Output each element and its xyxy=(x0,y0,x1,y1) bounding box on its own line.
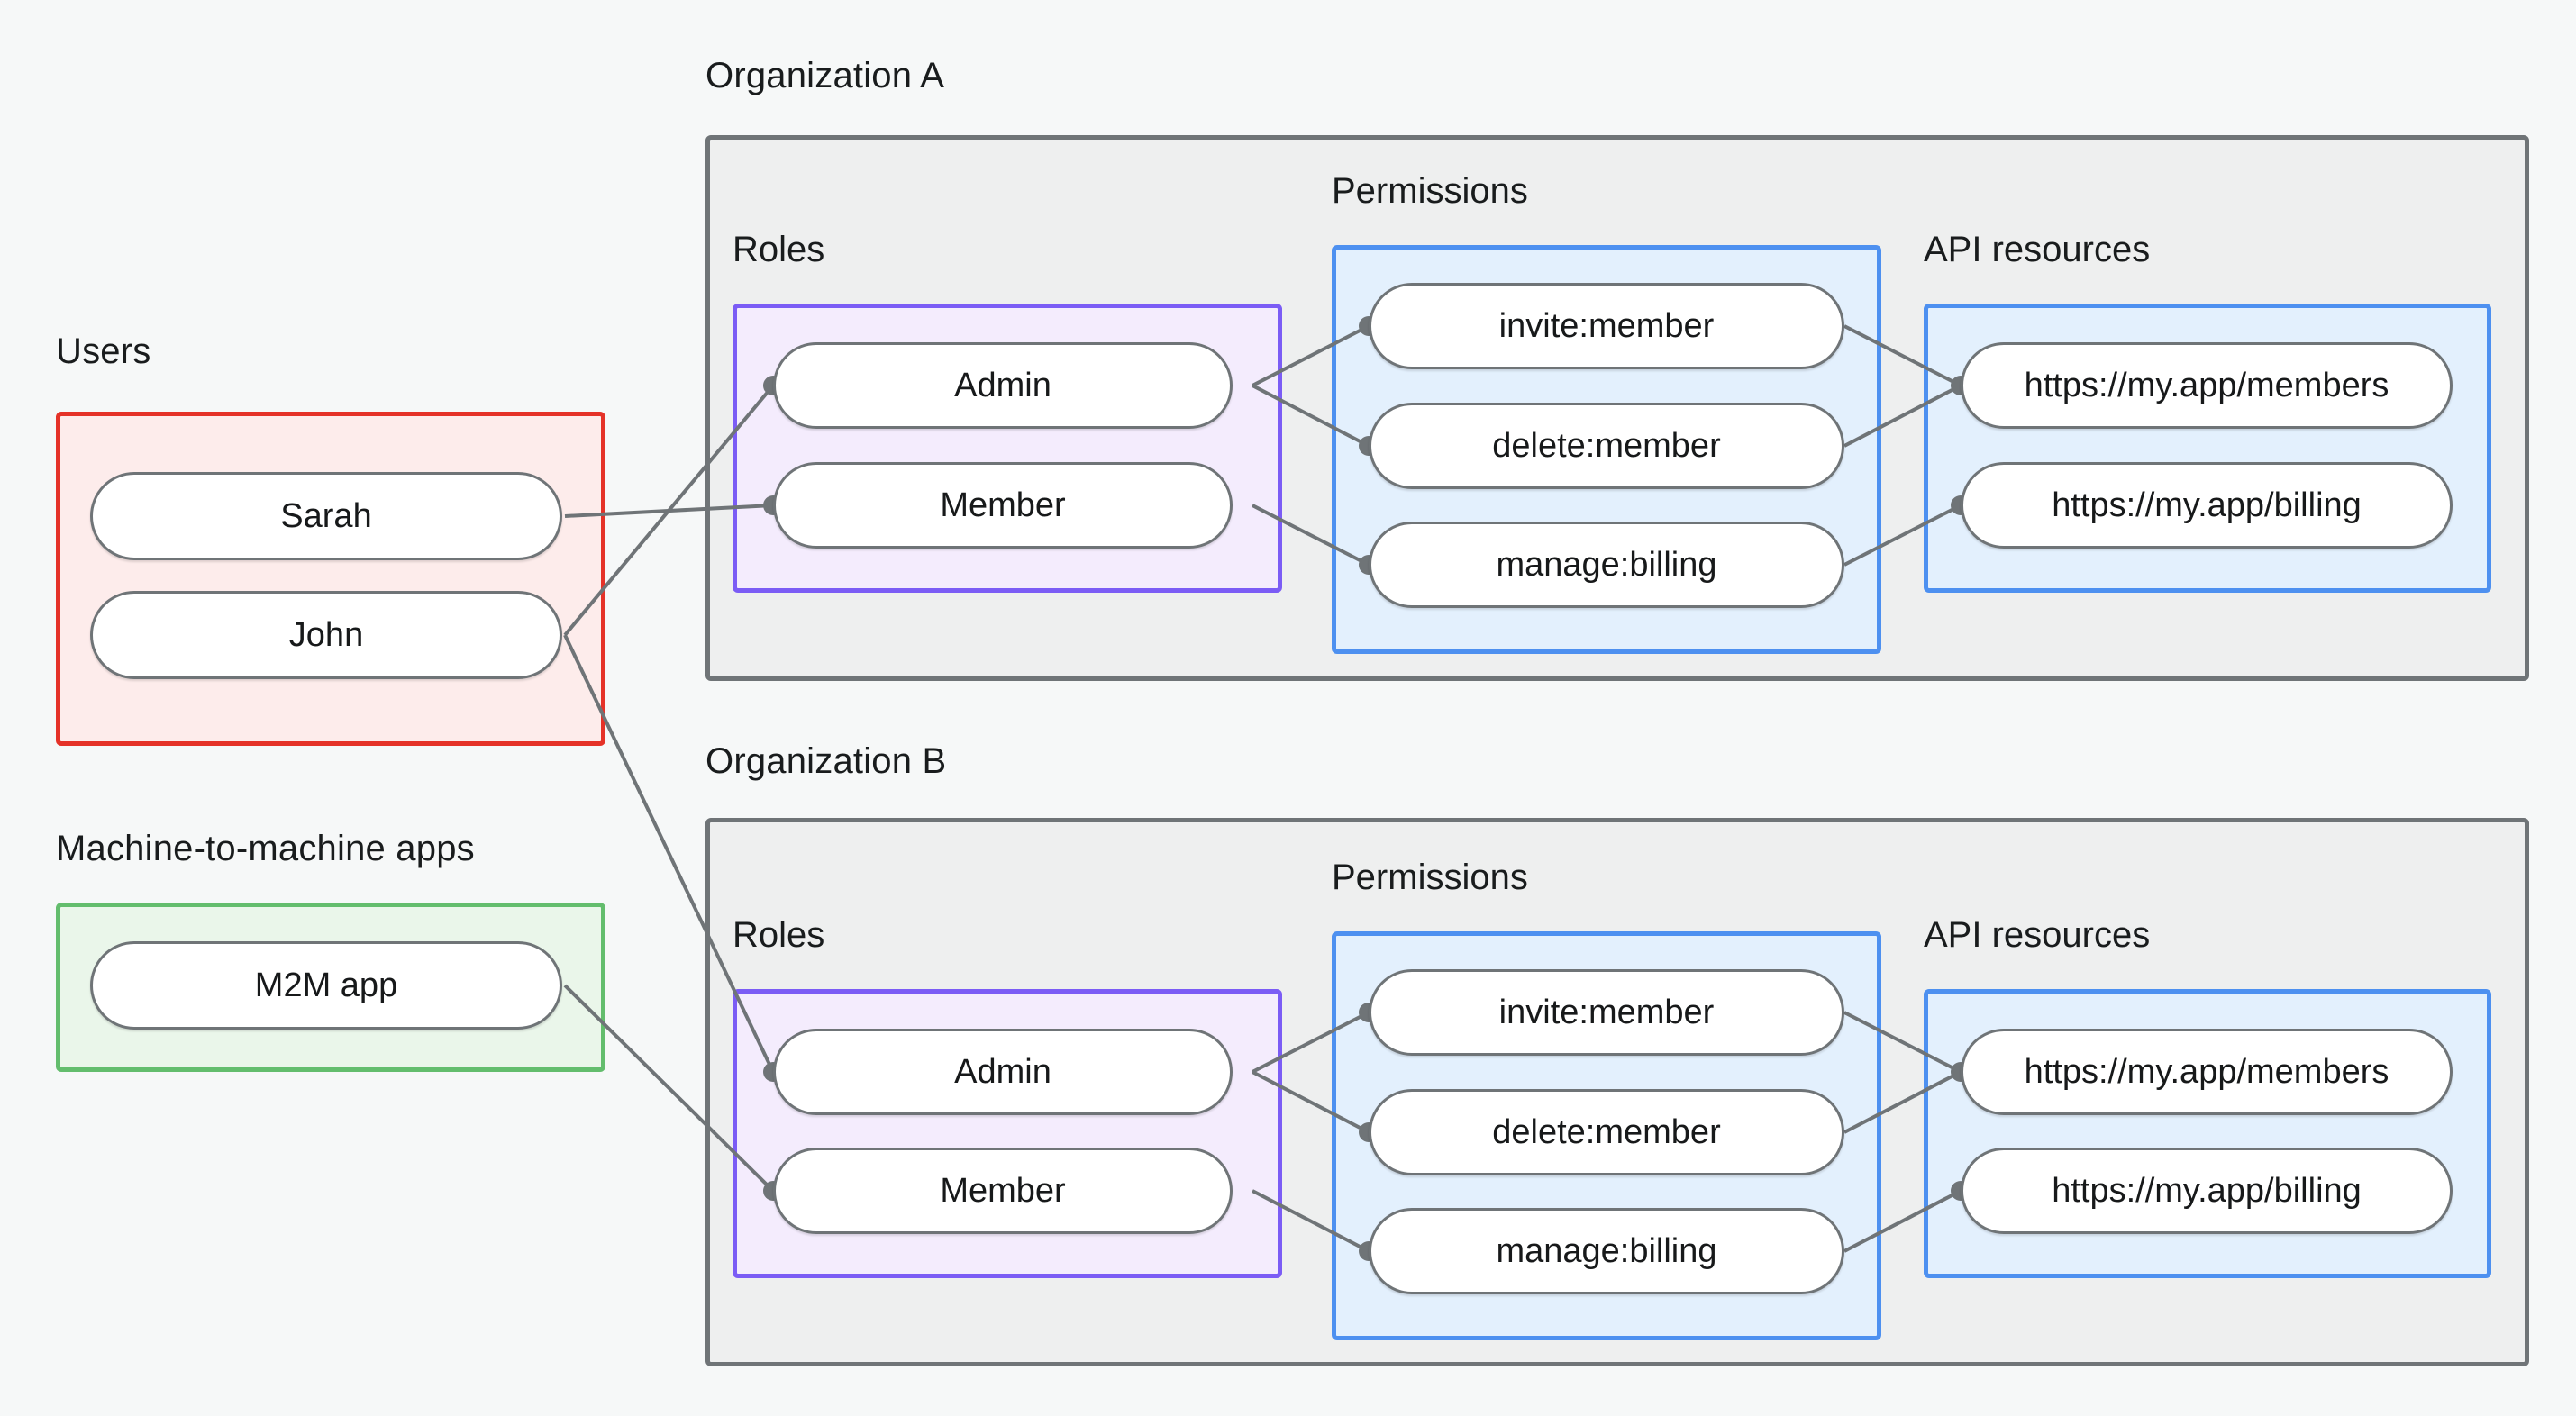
orgA-role-member[interactable]: Member xyxy=(773,462,1233,549)
organization-a-label: Organization A xyxy=(705,56,945,95)
orgA-roles-label: Roles xyxy=(733,230,825,269)
user-node-sarah[interactable]: Sarah xyxy=(90,472,562,560)
orgA-api-resources-label: API resources xyxy=(1924,230,2151,269)
orgB-permission-manage-billing[interactable]: manage:billing xyxy=(1369,1208,1844,1294)
users-container xyxy=(56,412,605,746)
user-node-john[interactable]: John xyxy=(90,591,562,679)
orgA-permission-invite-member[interactable]: invite:member xyxy=(1369,283,1844,369)
orgB-role-member[interactable]: Member xyxy=(773,1148,1233,1234)
orgB-api-resources-label: API resources xyxy=(1924,915,2151,955)
orgB-roles-label: Roles xyxy=(733,915,825,955)
orgA-permission-manage-billing[interactable]: manage:billing xyxy=(1369,522,1844,608)
orgB-api-resource-billing[interactable]: https://my.app/billing xyxy=(1961,1148,2453,1234)
orgA-role-admin[interactable]: Admin xyxy=(773,342,1233,429)
m2m-group-label: Machine-to-machine apps xyxy=(56,829,475,868)
organization-b-label: Organization B xyxy=(705,741,947,781)
m2m-node-app[interactable]: M2M app xyxy=(90,941,562,1030)
orgA-permissions-label: Permissions xyxy=(1332,171,1528,211)
orgA-permission-delete-member[interactable]: delete:member xyxy=(1369,403,1844,489)
orgB-permission-delete-member[interactable]: delete:member xyxy=(1369,1089,1844,1175)
orgB-api-resource-members[interactable]: https://my.app/members xyxy=(1961,1029,2453,1115)
orgA-api-resource-members[interactable]: https://my.app/members xyxy=(1961,342,2453,429)
orgB-role-admin[interactable]: Admin xyxy=(773,1029,1233,1115)
orgA-api-resource-billing[interactable]: https://my.app/billing xyxy=(1961,462,2453,549)
orgB-permissions-label: Permissions xyxy=(1332,858,1528,897)
orgB-permission-invite-member[interactable]: invite:member xyxy=(1369,969,1844,1056)
users-group-label: Users xyxy=(56,331,151,371)
